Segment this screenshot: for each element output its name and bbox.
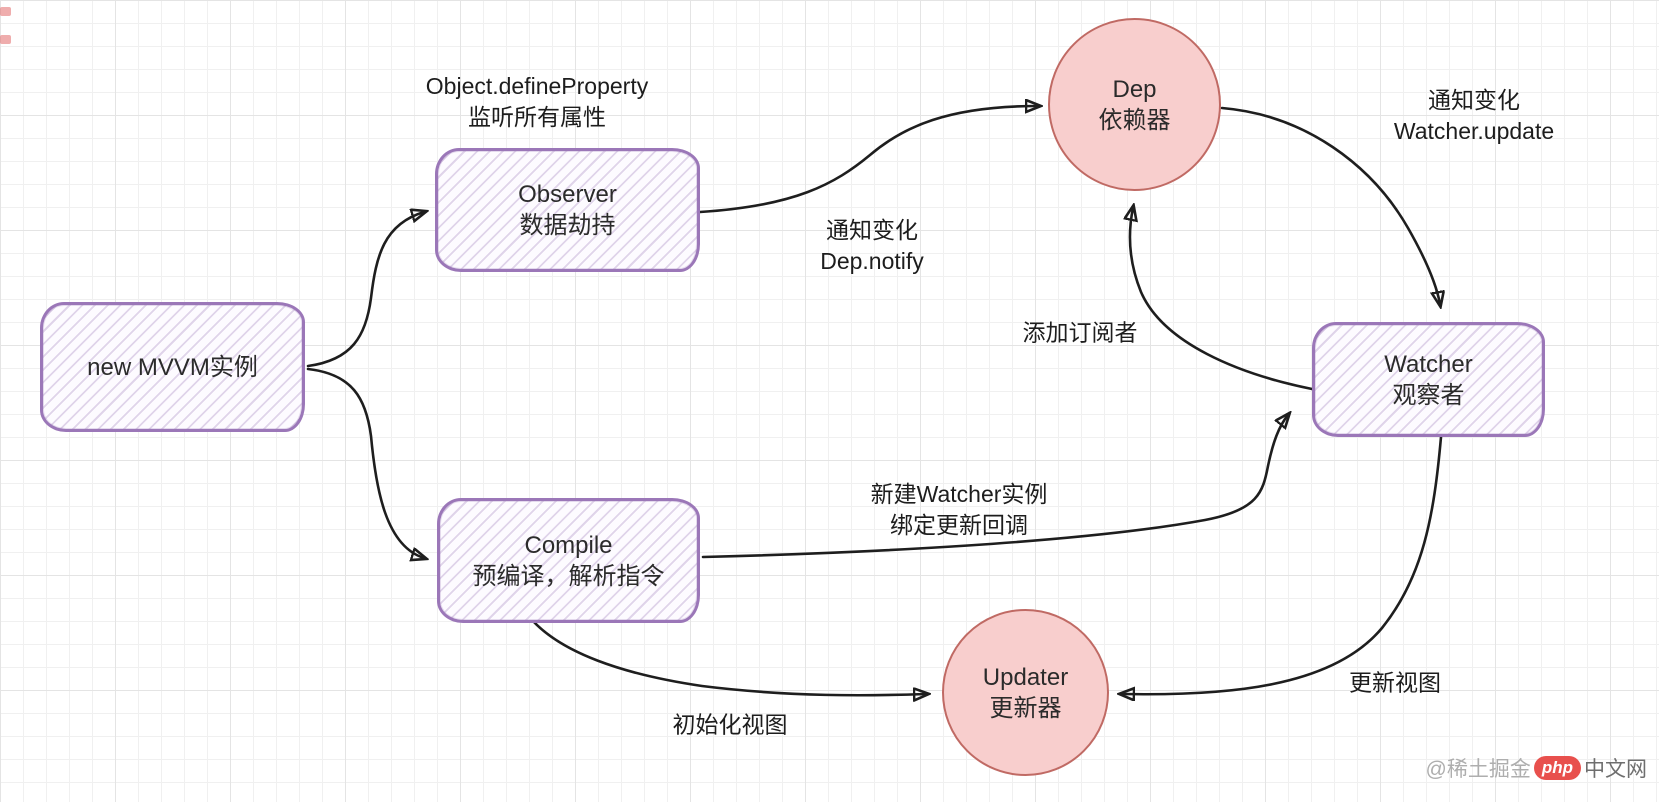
arrow-compile-to-updater (531, 619, 926, 695)
node-compile: Compile 预编译，解析指令 (437, 498, 700, 623)
edge-label-add-subscriber: 添加订阅者 (1023, 318, 1138, 349)
edge-label-line: 初始化视图 (672, 711, 788, 738)
annotation-object-defineproperty: Object.defineProperty 监听所有属性 (426, 71, 648, 133)
edge-label-line: 添加订阅者 (1022, 319, 1138, 346)
edge-label-line: 更新视图 (1349, 669, 1441, 696)
edge-label-dep-notify: 通知变化 Dep.notify (820, 215, 924, 277)
node-dep-title: Dep (1112, 75, 1157, 103)
arrow-observer-to-dep (698, 106, 1038, 214)
arrow-mvvm-to-compile (306, 367, 424, 558)
left-edge-artifact (0, 7, 11, 16)
annotation-line: Object.defineProperty (425, 73, 649, 99)
edge-label-watcher-update: 通知变化 Watcher.update (1394, 85, 1554, 147)
node-updater: Updater 更新器 (942, 609, 1109, 776)
arrow-watcher-to-dep (1130, 208, 1314, 391)
watermark-juejin-text: @稀土掘金 (1425, 758, 1531, 781)
node-observer: Observer 数据劫持 (435, 148, 700, 272)
edge-label-init-view: 初始化视图 (673, 710, 788, 741)
arrow-dep-to-watcher (1220, 106, 1440, 304)
node-updater-subtitle: 更新器 (989, 694, 1062, 722)
php-logo-badge: php (1533, 756, 1581, 780)
arrow-watcher-to-updater (1122, 435, 1443, 694)
edge-label-line: 绑定更新回调 (890, 512, 1028, 538)
node-watcher-subtitle: 观察者 (1392, 381, 1465, 409)
node-mvvm: new MVVM实例 (40, 302, 305, 432)
node-updater-title: Updater (982, 663, 1069, 691)
edge-label-line: Watcher.update (1393, 118, 1555, 144)
arrow-compile-to-watcher (701, 415, 1288, 559)
edge-label-update-view: 更新视图 (1349, 668, 1441, 699)
edge-label-line: Dep.notify (820, 248, 924, 274)
arrow-mvvm-to-observer (306, 212, 424, 368)
edge-label-line: 通知变化 (1428, 87, 1520, 113)
node-compile-subtitle: 预编译，解析指令 (472, 562, 665, 590)
node-observer-subtitle: 数据劫持 (519, 212, 616, 239)
watermark-cn-text: 中文网 (1584, 758, 1647, 781)
node-observer-title: Observer (518, 181, 617, 208)
annotation-line: 监听所有属性 (467, 104, 606, 130)
edge-label-new-watcher: 新建Watcher实例 绑定更新回调 (871, 479, 1048, 541)
node-mvvm-title: new MVVM实例 (87, 353, 258, 381)
node-watcher: Watcher 观察者 (1312, 322, 1545, 437)
watermark: @稀土掘金 php 中文网 (1426, 753, 1647, 783)
left-edge-artifact (0, 35, 11, 44)
node-dep: Dep 依赖器 (1048, 18, 1221, 191)
node-dep-subtitle: 依赖器 (1098, 106, 1171, 134)
node-compile-title: Compile (524, 531, 613, 559)
edge-label-line: 通知变化 (826, 217, 918, 243)
node-watcher-title: Watcher (1384, 350, 1473, 378)
edge-label-line: 新建Watcher实例 (870, 481, 1048, 507)
